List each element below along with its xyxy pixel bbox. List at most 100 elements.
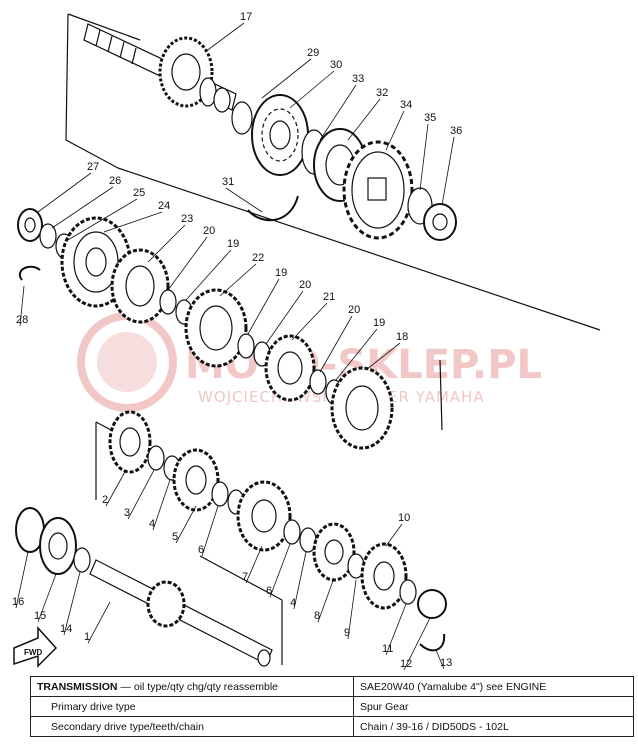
spec-value: SAE20W40 (Yamalube 4") see ENGINE	[353, 676, 634, 697]
callout-1: 1	[84, 631, 90, 643]
washer-6b	[283, 519, 301, 545]
callout-4: 4	[149, 518, 155, 530]
callout-leader	[293, 551, 307, 610]
callout-leader	[319, 84, 357, 141]
forward-arrow-icon: FWD	[13, 626, 58, 668]
callout-32: 32	[376, 87, 388, 99]
spec-label-bold: TRANSMISSION	[37, 680, 118, 693]
callout-7: 7	[242, 571, 248, 583]
callout-34: 34	[400, 99, 412, 111]
circlip-31	[247, 195, 299, 222]
callout-leader	[37, 573, 57, 623]
callout-5: 5	[172, 531, 178, 543]
callout-leader	[63, 571, 81, 636]
washer-11	[399, 579, 417, 605]
callout-leader	[201, 505, 219, 557]
callout-leader	[435, 649, 445, 670]
gear-5	[172, 448, 220, 512]
callout-leader	[317, 577, 335, 623]
washer-26	[39, 223, 57, 249]
transmission-spec-table: TRANSMISSION — oil type/qty chg/qty reas…	[30, 676, 634, 737]
callout-leader	[15, 551, 29, 609]
callout-15: 15	[34, 610, 46, 622]
callout-leader	[105, 469, 127, 507]
callout-23: 23	[181, 213, 193, 225]
washer-14	[73, 547, 91, 573]
sprocket-34	[342, 140, 414, 240]
gear-18	[330, 366, 394, 450]
callout-30: 30	[330, 59, 342, 71]
spec-value: Spur Gear	[353, 696, 634, 717]
callout-leader	[247, 278, 280, 335]
callout-leader	[37, 172, 92, 213]
callout-35: 35	[424, 112, 436, 124]
gear-7	[236, 480, 292, 552]
callout-9: 9	[344, 627, 350, 639]
callout-33: 33	[352, 73, 364, 85]
callout-leader	[147, 224, 186, 263]
callout-leader	[291, 302, 328, 341]
drive-axle-frame	[65, 13, 119, 169]
circlip-13	[419, 633, 446, 652]
callout-19: 19	[373, 317, 385, 329]
callout-leader	[225, 187, 263, 213]
callout-25: 25	[133, 187, 145, 199]
transmission-exploded-diagram: MOTO-SKLEP.PL WOJCIECHOWSKI DEALER YAMAH…	[12, 11, 601, 671]
callout-22: 22	[252, 252, 264, 264]
spec-label-rest: — oil type/qty chg/qty reassemble	[117, 680, 279, 693]
callout-leader	[269, 543, 291, 598]
callout-12: 12	[400, 658, 412, 670]
callout-leader	[245, 545, 263, 584]
callout-20: 20	[203, 225, 215, 237]
callout-leader	[335, 328, 378, 381]
callout-27: 27	[87, 161, 99, 173]
callout-28: 28	[16, 314, 28, 326]
callout-leader	[385, 603, 407, 656]
callout-leader	[175, 505, 197, 544]
callout-6: 6	[198, 544, 204, 556]
collar-12	[417, 589, 447, 619]
fwd-label: FWD	[24, 648, 42, 657]
gear-22	[184, 288, 248, 368]
circlip-4b	[211, 481, 229, 507]
callout-leader	[67, 198, 138, 241]
callout-leader	[261, 58, 312, 99]
callout-36: 36	[450, 125, 462, 137]
callout-leader	[204, 22, 245, 53]
callout-3: 3	[124, 507, 130, 519]
callout-24: 24	[158, 200, 170, 212]
callout-leader	[385, 110, 405, 151]
washer-19b	[237, 333, 255, 359]
callout-leader	[87, 601, 111, 644]
callout-leader	[51, 186, 114, 229]
callout-leader	[365, 342, 401, 371]
spec-label: TRANSMISSION — oil type/qty chg/qty reas…	[30, 676, 354, 697]
washer-29	[231, 101, 253, 135]
callout-6: 6	[266, 585, 272, 597]
table-row: Secondary drive type/teeth/chain Chain /…	[30, 716, 634, 737]
callout-21: 21	[323, 291, 335, 303]
washer-3	[147, 445, 165, 471]
callout-leader	[167, 236, 208, 291]
callout-4: 4	[290, 597, 296, 609]
gear-21	[264, 334, 316, 402]
callout-leader	[319, 315, 353, 373]
callout-13: 13	[440, 657, 452, 669]
circlip-20c	[309, 369, 327, 395]
callout-18: 18	[396, 331, 408, 343]
callout-31: 31	[222, 176, 234, 188]
callout-leader	[441, 136, 455, 206]
callout-14: 14	[60, 623, 72, 635]
callout-leader	[103, 211, 163, 233]
table-row: TRANSMISSION — oil type/qty chg/qty reas…	[30, 676, 634, 697]
callout-8: 8	[314, 610, 320, 622]
drive-axle-17	[83, 23, 237, 113]
circlip-28	[19, 265, 41, 281]
callout-labels: 1729303332343536312726252423201922281920…	[12, 11, 462, 671]
callout-leader	[419, 123, 429, 191]
callout-leader	[152, 479, 171, 531]
callout-leader	[385, 523, 403, 547]
callout-2: 2	[102, 494, 108, 506]
callout-leader	[185, 249, 232, 301]
callout-leader	[219, 263, 257, 297]
